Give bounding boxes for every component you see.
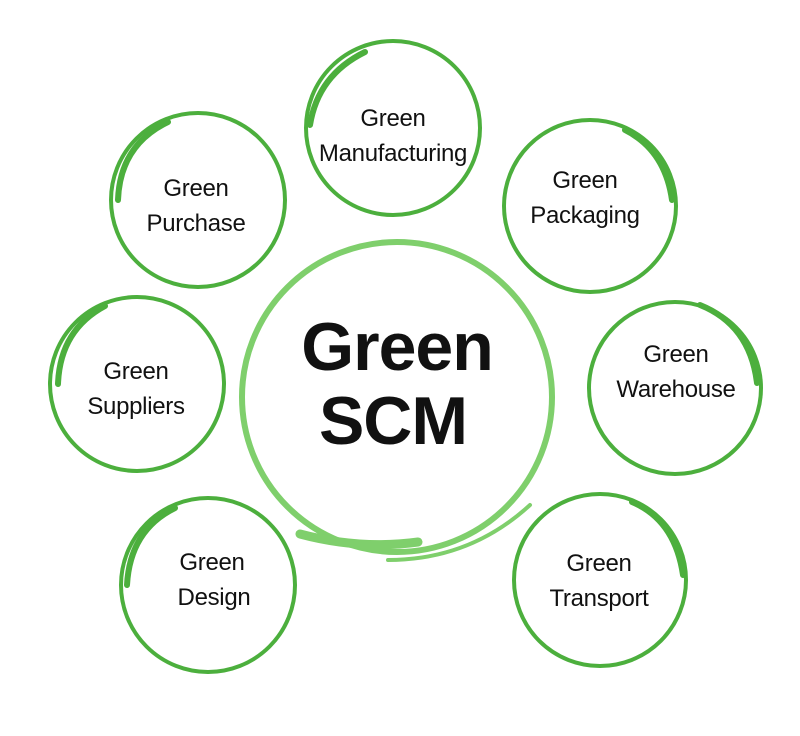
- node-purchase: Green Purchase: [109, 111, 287, 289]
- center-ring-tail: [295, 529, 423, 550]
- node-manufacturing-label-line-2: Manufacturing: [319, 140, 467, 167]
- node-design-ring: [119, 496, 297, 674]
- center-ring: [239, 239, 555, 555]
- node-packaging-label-line-1: Green: [552, 167, 617, 194]
- node-suppliers-label-line-1: Green: [103, 358, 168, 385]
- center-title-line-1: Green: [301, 309, 493, 385]
- center-node: Green SCM: [239, 239, 555, 562]
- node-manufacturing: Green Manufacturing: [304, 39, 482, 217]
- node-warehouse: Green Warehouse: [587, 300, 763, 476]
- node-packaging-label-line-2: Packaging: [530, 202, 639, 229]
- node-transport-label-line-2: Transport: [549, 585, 649, 612]
- node-design-label-line-1: Green: [179, 549, 244, 576]
- node-purchase-label-line-1: Green: [163, 175, 228, 202]
- node-suppliers-stroke-accent: [55, 303, 108, 387]
- node-packaging: Green Packaging: [502, 118, 678, 294]
- node-manufacturing-ring: [304, 39, 482, 217]
- node-purchase-stroke-accent: [115, 119, 171, 203]
- node-transport-stroke-accent: [629, 499, 686, 578]
- node-suppliers-ring: [48, 295, 226, 473]
- node-suppliers-label-line-2: Suppliers: [87, 393, 185, 420]
- node-warehouse-stroke-accent: [697, 302, 760, 386]
- node-transport-label-line-1: Green: [566, 550, 631, 577]
- node-packaging-ring: [502, 118, 678, 294]
- node-warehouse-ring: [587, 300, 763, 476]
- node-design-stroke-accent: [124, 505, 178, 588]
- node-suppliers: Green Suppliers: [48, 295, 226, 473]
- node-purchase-ring: [109, 111, 287, 289]
- node-manufacturing-stroke-accent: [307, 49, 368, 128]
- node-design: Green Design: [119, 496, 297, 674]
- center-ring-overlap: [386, 503, 532, 562]
- node-transport-ring: [512, 492, 688, 668]
- node-purchase-label-line-2: Purchase: [147, 210, 246, 237]
- node-manufacturing-label-line-1: Green: [360, 105, 425, 132]
- node-packaging-stroke-accent: [622, 127, 675, 203]
- center-title-line-2: SCM: [319, 383, 467, 459]
- node-transport: Green Transport: [512, 492, 688, 668]
- node-design-label-line-2: Design: [178, 584, 251, 611]
- node-warehouse-label-line-1: Green: [643, 341, 708, 368]
- node-warehouse-label-line-2: Warehouse: [616, 376, 735, 403]
